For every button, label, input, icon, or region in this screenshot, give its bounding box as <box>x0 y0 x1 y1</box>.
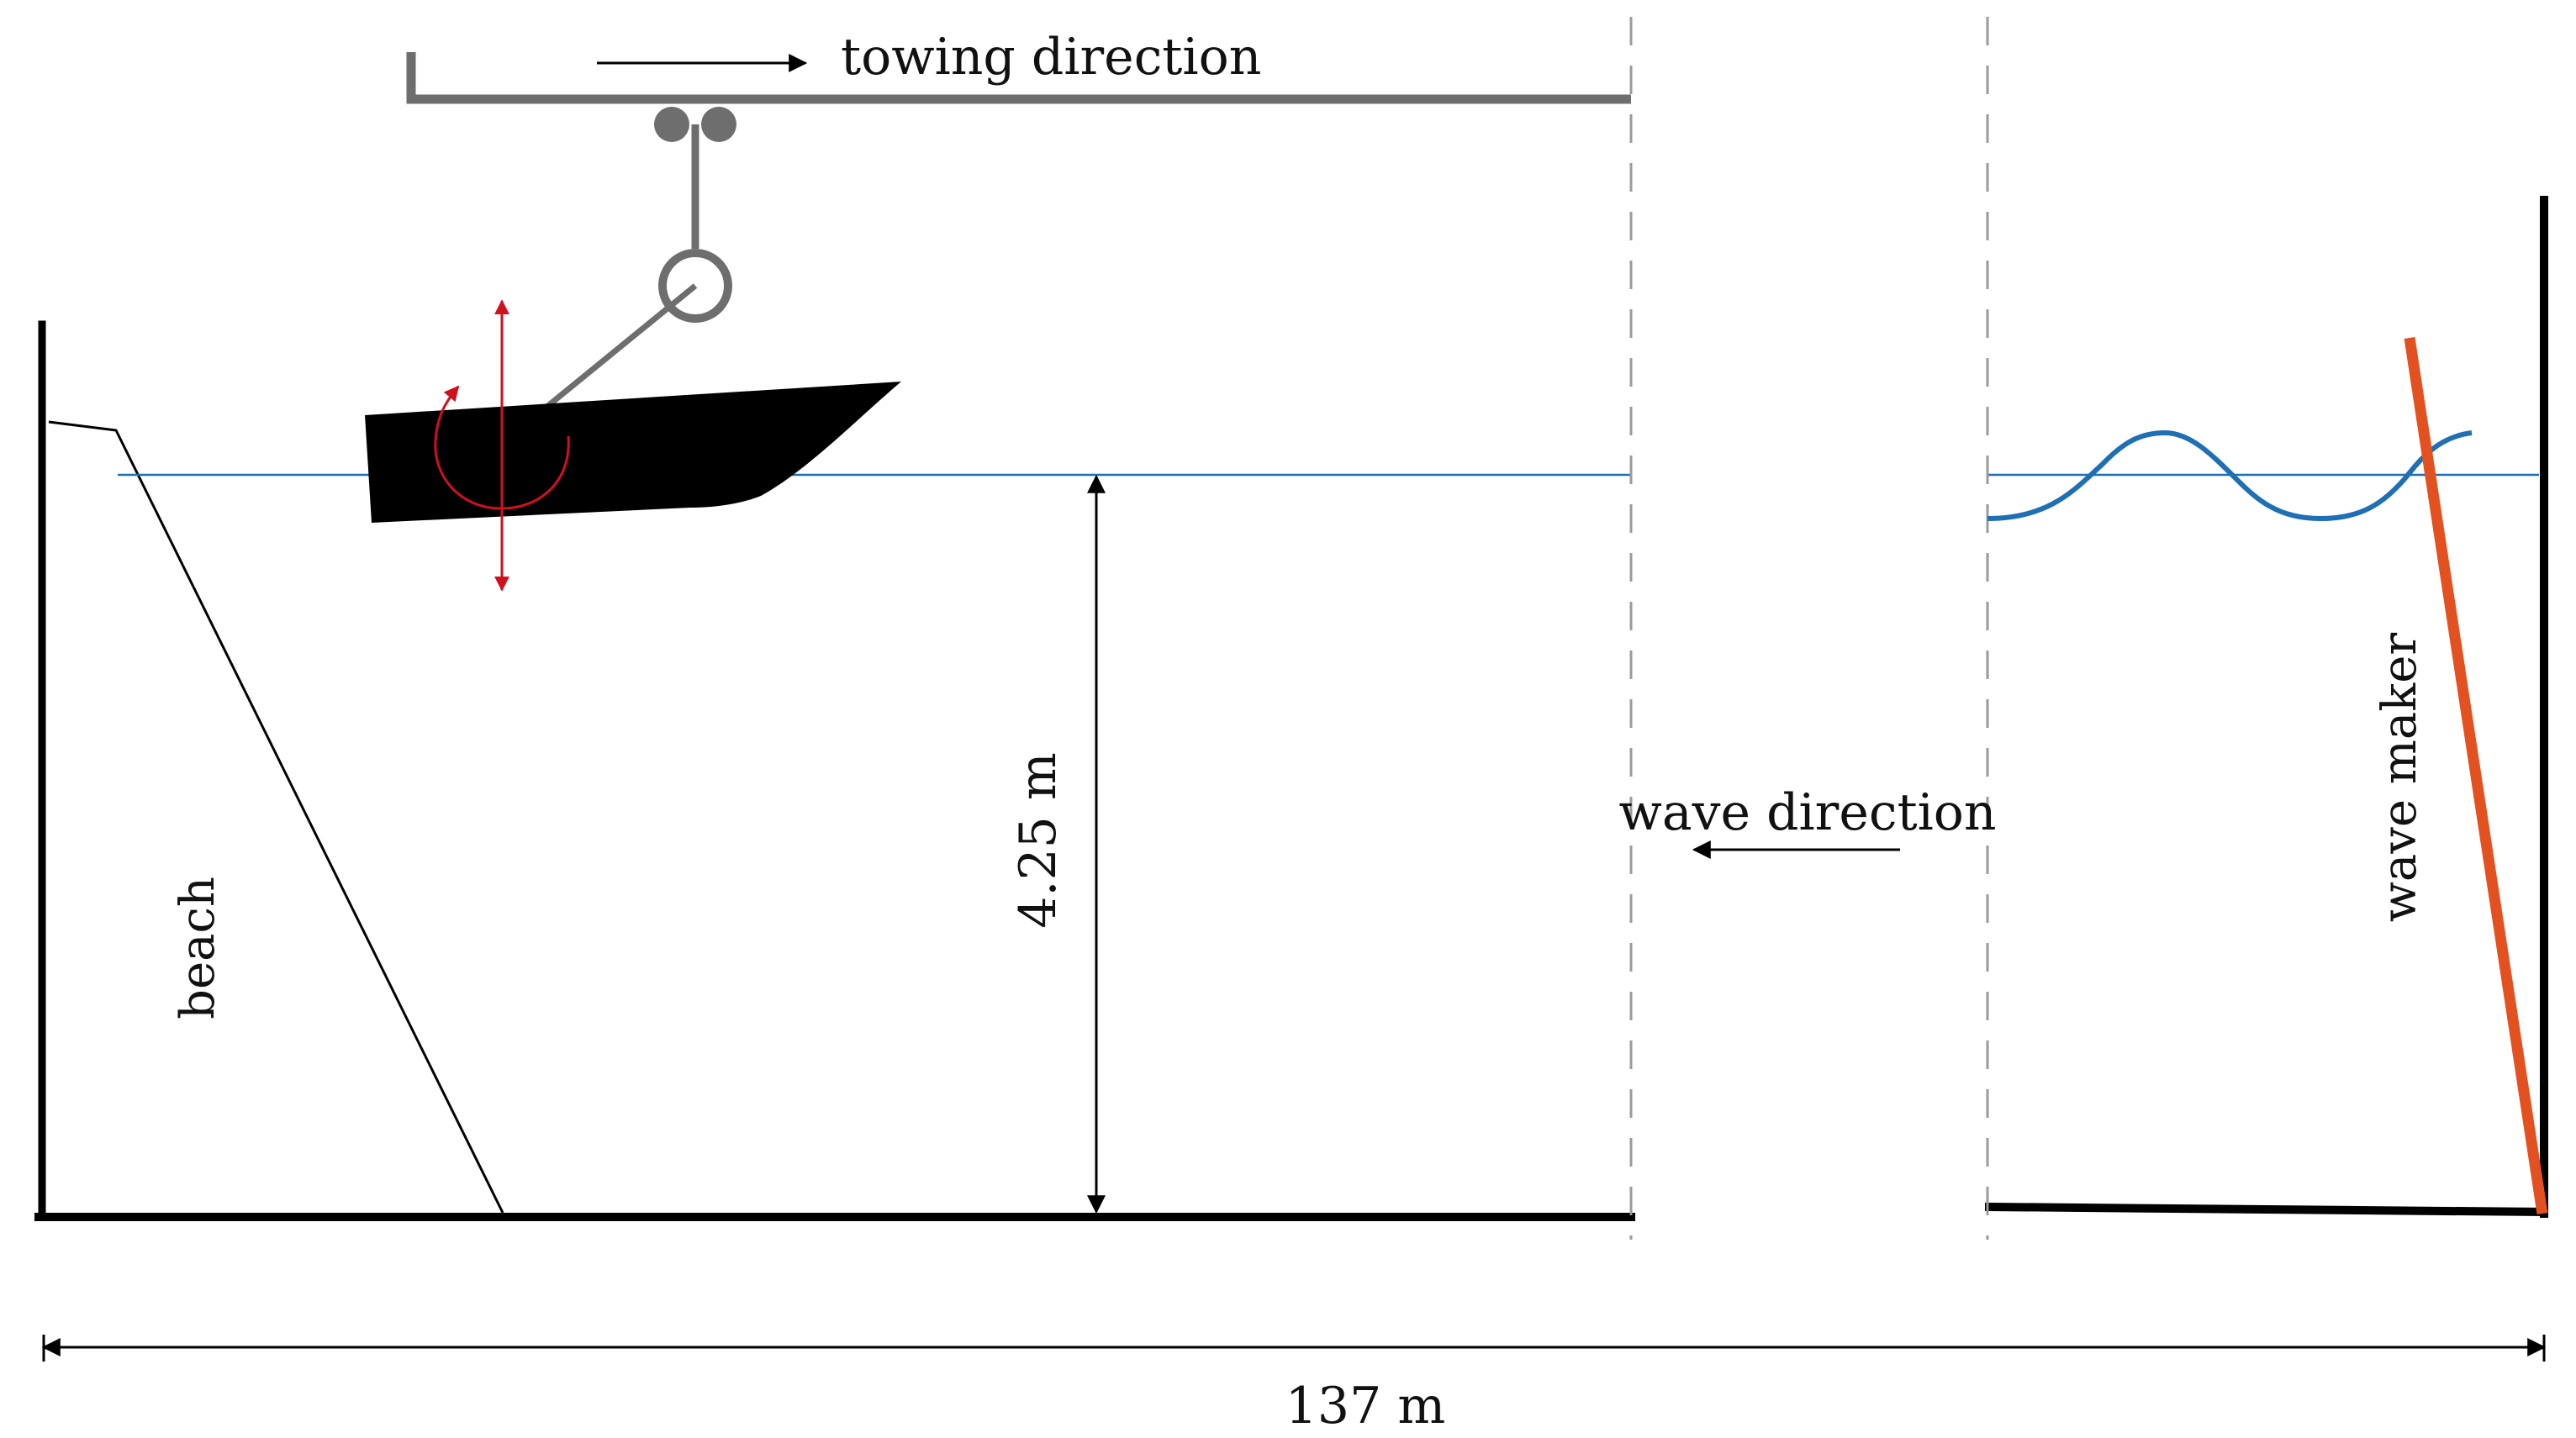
beach-label: beach <box>171 877 225 1019</box>
tank-floor-right <box>1984 1202 2547 1217</box>
wave-direction-label: wave direction <box>1618 783 1996 842</box>
carriage-wheel-left <box>654 107 689 142</box>
break-lines <box>1629 17 1989 1240</box>
wave-maker-label: wave maker <box>2373 633 2427 922</box>
depth-label: 4.25 m <box>1009 752 1068 929</box>
beach-slope <box>48 420 504 1214</box>
towing-direction-label: towing direction <box>841 28 1261 87</box>
towing-carriage <box>406 52 1631 444</box>
tank-structure <box>34 196 2548 1221</box>
motion-arrows <box>434 299 570 592</box>
wave-maker-paddle <box>2404 337 2548 1214</box>
carriage-wheel-right <box>701 107 736 142</box>
length-label: 137 m <box>1285 1377 1446 1435</box>
generated-wave <box>1987 429 2473 522</box>
pitch-arrow <box>434 385 570 510</box>
carriage-rail <box>406 52 1631 104</box>
